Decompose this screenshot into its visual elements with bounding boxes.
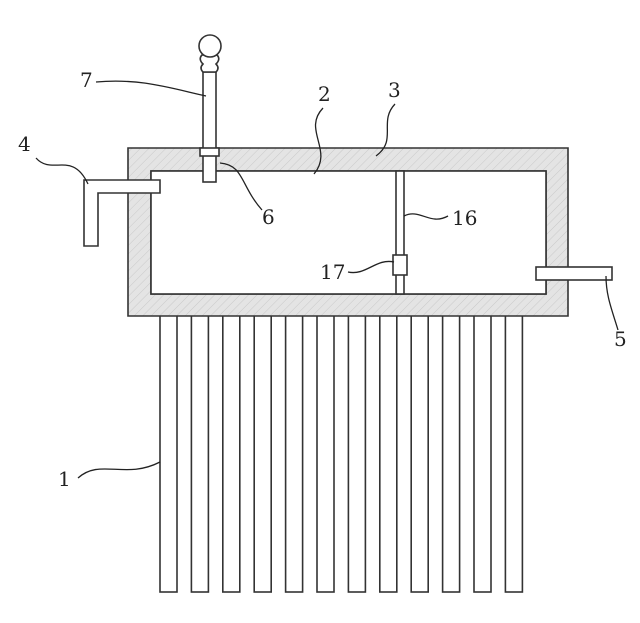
leader-line-7 xyxy=(95,80,207,97)
valve xyxy=(392,254,408,276)
leader-line-1 xyxy=(77,461,161,479)
outlet-pipe xyxy=(535,266,613,281)
leader-line-2 xyxy=(313,107,324,175)
inner-chamber xyxy=(150,170,547,295)
tube xyxy=(190,293,210,593)
callout-5: 5 xyxy=(614,327,627,351)
callout-4: 4 xyxy=(18,132,31,156)
tube-array xyxy=(159,293,524,593)
tube xyxy=(347,293,367,593)
inlet-pipe xyxy=(83,179,161,247)
partition-rod xyxy=(395,170,405,295)
leader-line-6 xyxy=(219,162,263,211)
callout-16: 16 xyxy=(452,206,477,230)
callout-1: 1 xyxy=(58,467,71,491)
tube xyxy=(253,293,272,593)
callout-3: 3 xyxy=(388,78,401,102)
callout-7: 7 xyxy=(80,68,93,92)
tube xyxy=(159,293,178,593)
tube xyxy=(378,293,398,593)
leader-line-16 xyxy=(403,213,449,220)
callout-17: 17 xyxy=(320,260,345,284)
leader-line-3 xyxy=(375,103,396,157)
tube xyxy=(441,293,461,593)
callout-6: 6 xyxy=(262,205,275,229)
tube xyxy=(473,293,492,593)
tube xyxy=(222,293,241,593)
leader-line-5 xyxy=(605,275,619,331)
tube xyxy=(504,293,524,593)
leader-line-17 xyxy=(347,260,395,274)
leader-line-4 xyxy=(35,157,89,185)
tube xyxy=(410,293,430,593)
callout-2: 2 xyxy=(318,82,331,106)
seal-sleeve xyxy=(199,147,220,157)
tube xyxy=(316,293,335,593)
tube xyxy=(284,293,304,593)
